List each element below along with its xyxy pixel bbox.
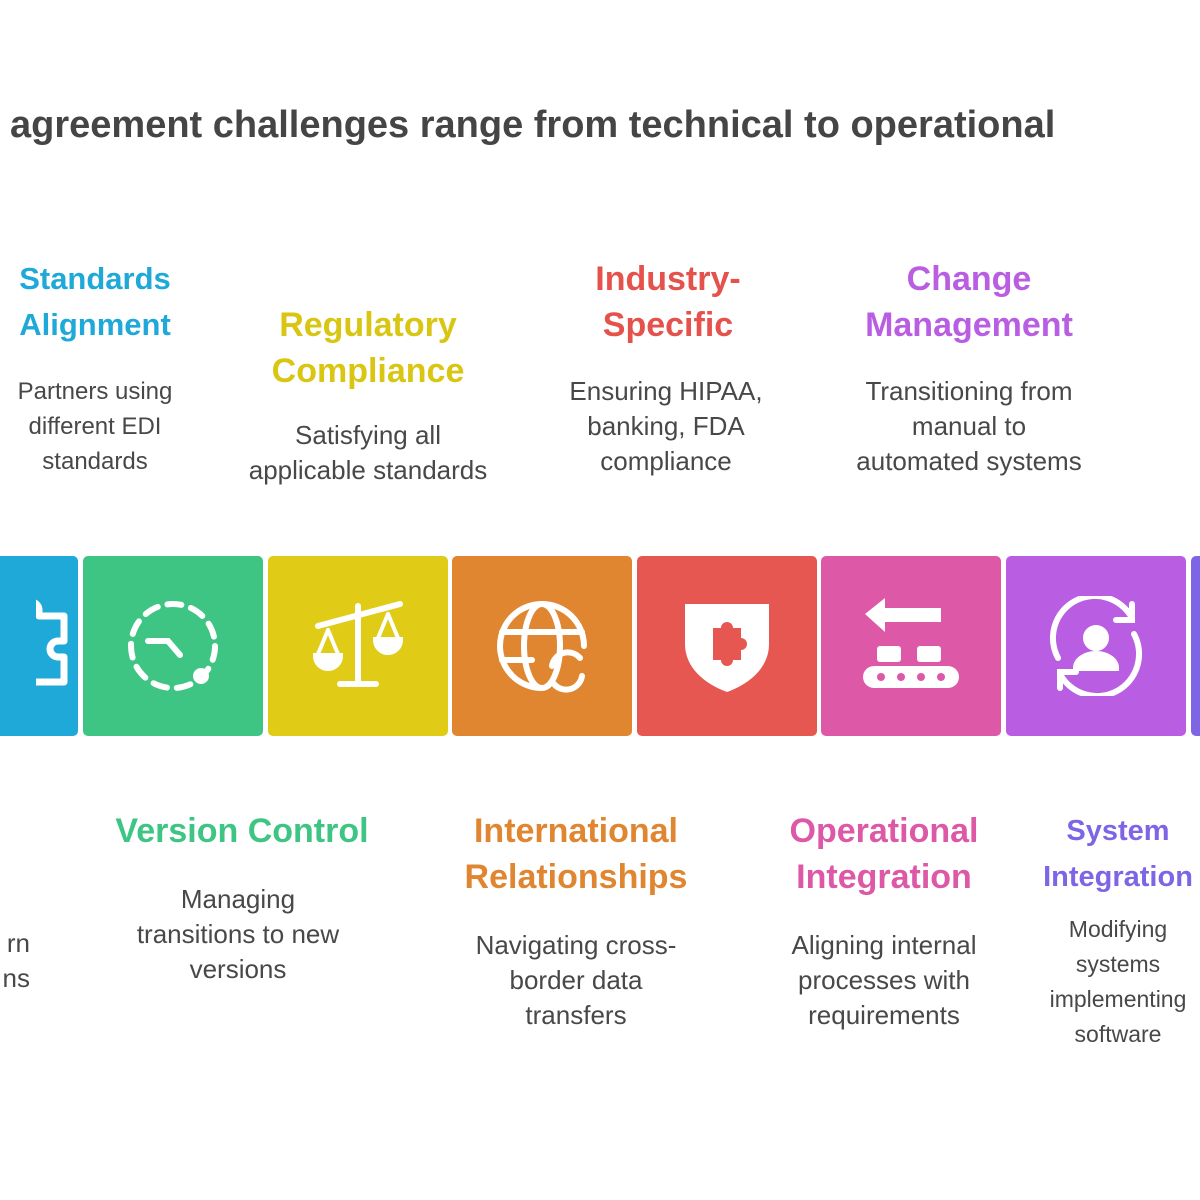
conveyor-icon xyxy=(863,598,959,688)
desc-line: software xyxy=(1074,1021,1162,1047)
heading: Compliance xyxy=(271,352,465,390)
tile-change-management xyxy=(1006,556,1186,736)
desc-line: applicable standards xyxy=(248,455,488,485)
desc-line: Managing xyxy=(180,884,296,914)
desc-line: requirements xyxy=(808,1000,960,1030)
heading: Alignment xyxy=(19,307,171,342)
desc-line: processes with xyxy=(798,965,970,995)
desc-line: standards xyxy=(42,448,148,475)
dashed-clock-icon xyxy=(128,601,218,691)
desc-line: Modifying xyxy=(1068,916,1168,942)
heading: International xyxy=(473,812,679,850)
tile-standards xyxy=(0,556,78,736)
desc-line: Navigating cross- xyxy=(475,930,677,960)
desc-line: transitions to new xyxy=(136,919,340,949)
desc-line: systems xyxy=(1075,951,1161,977)
heading: Management xyxy=(865,306,1073,344)
heading: Operational xyxy=(789,812,979,850)
scale-icon xyxy=(312,601,404,687)
tile-industry xyxy=(637,556,817,736)
globe-sync-icon xyxy=(497,601,587,693)
heading: Relationships xyxy=(464,858,688,896)
desc-line: implementing xyxy=(1049,986,1187,1012)
desc-line: rn xyxy=(6,928,30,958)
tile-international xyxy=(452,556,632,736)
label-industry-specific: Industry- Specific Ensuring HIPAA, banking… xyxy=(518,256,818,479)
label-partial-left: rn ns xyxy=(0,926,30,996)
heading: Change xyxy=(906,260,1032,298)
desc-line: compliance xyxy=(600,446,732,476)
label-version-control: Version Control Managing transitions to n… xyxy=(92,808,392,987)
desc-line: automated systems xyxy=(856,446,1082,476)
heading: Standards xyxy=(19,261,171,296)
shield-puzzle-icon xyxy=(685,604,769,692)
heading: Integration xyxy=(1043,861,1193,893)
page-title: agreement challenges range from technica… xyxy=(10,104,1056,146)
heading: Version Control xyxy=(115,812,369,850)
heading: Integration xyxy=(796,858,972,896)
desc-line: banking, FDA xyxy=(587,411,745,441)
desc-line: Partners using xyxy=(17,378,173,405)
heading: Regulatory xyxy=(279,306,457,344)
desc-line: manual to xyxy=(911,411,1027,441)
tile-version-control xyxy=(83,556,263,736)
desc-line: Aligning internal xyxy=(791,930,977,960)
desc-line: Transitioning from xyxy=(865,376,1073,406)
desc-line: versions xyxy=(189,954,287,984)
puzzle-icon xyxy=(36,599,68,686)
user-sync-icon xyxy=(1049,596,1143,696)
heading: System xyxy=(1066,815,1170,847)
desc-line: Satisfying all xyxy=(295,420,441,450)
tile-regulatory xyxy=(268,556,448,736)
tile-operational xyxy=(821,556,1001,736)
heading: Specific xyxy=(602,306,734,344)
heading: Industry- xyxy=(595,260,741,298)
desc-line: different EDI xyxy=(28,413,162,440)
desc-line: ns xyxy=(2,963,30,993)
desc-line: transfers xyxy=(525,1000,627,1030)
desc-line: Ensuring HIPAA, xyxy=(569,376,763,406)
tile-system-integration xyxy=(1191,556,1200,736)
desc-line: border data xyxy=(509,965,643,995)
